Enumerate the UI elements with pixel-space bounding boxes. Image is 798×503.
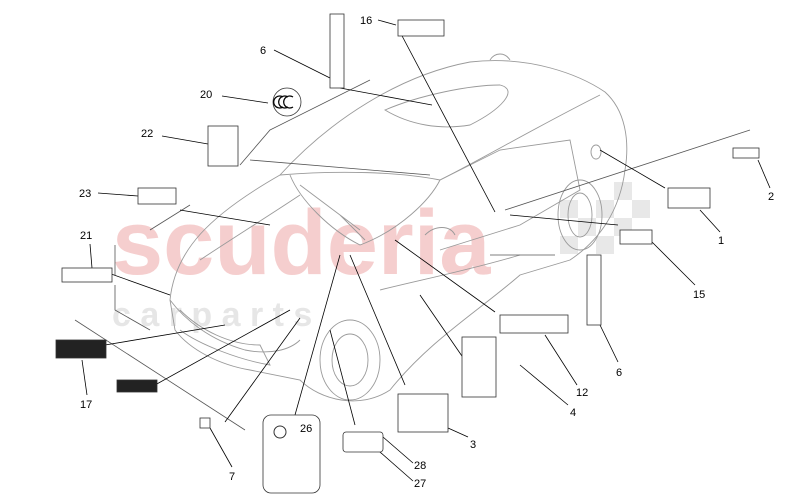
callout-2: 2: [768, 191, 774, 203]
checker-flag-watermark: [560, 182, 650, 254]
part-6-strip-right: [586, 254, 602, 326]
section-lines: [74, 79, 751, 431]
ccc-logo-icon: [273, 95, 294, 109]
callout-7: 7: [229, 471, 235, 483]
part-28-tag: [342, 431, 384, 453]
callout-23: 23: [79, 188, 91, 200]
callout-16: 16: [360, 15, 372, 27]
callout-15: 15: [693, 289, 705, 301]
part-1-label: [667, 187, 711, 209]
part-26-kit-frame: [262, 414, 321, 494]
callout-6-right: 6: [616, 367, 622, 379]
part-20-ccc-mark: [272, 87, 302, 117]
part-16-label: [397, 19, 445, 37]
callout-27: 27: [414, 478, 426, 490]
callout-17: 17: [80, 399, 92, 411]
part-4-chart: [461, 336, 497, 398]
part-black-label: [116, 379, 158, 393]
part-7-label: [199, 417, 211, 429]
car-outline: [169, 53, 628, 402]
watermark-subtext: c a r p a r t s: [112, 296, 312, 334]
part-3-sheet: [397, 393, 449, 433]
label-parts: [55, 13, 760, 494]
part-26-cap-icon: [273, 425, 287, 439]
part-6-strip: [329, 13, 345, 89]
leader-lines: [81, 19, 771, 482]
callout-6: 6: [260, 45, 266, 57]
part-12-label: [499, 314, 569, 334]
part-2-label: [732, 147, 760, 159]
callout-numbers: 16 6 20 22 23 21 17 7 26 28 27 3 4 12 6 …: [79, 15, 774, 490]
watermark: scuderia c a r p a r t s: [112, 192, 491, 334]
callout-4: 4: [570, 407, 576, 419]
callout-12: 12: [576, 387, 588, 399]
part-23-label: [137, 187, 177, 205]
callout-22: 22: [141, 128, 153, 140]
callout-21: 21: [80, 230, 92, 242]
callout-3: 3: [470, 439, 476, 451]
part-21-label: [61, 267, 113, 283]
callout-20: 20: [200, 89, 212, 101]
part-22-sheet: [207, 125, 239, 167]
part-15-label: [619, 229, 653, 245]
callout-1: 1: [718, 235, 724, 247]
watermark-text: scuderia: [112, 192, 491, 294]
part-17-label: [55, 339, 107, 359]
callout-26: 26: [300, 423, 312, 435]
callout-28: 28: [414, 460, 426, 472]
